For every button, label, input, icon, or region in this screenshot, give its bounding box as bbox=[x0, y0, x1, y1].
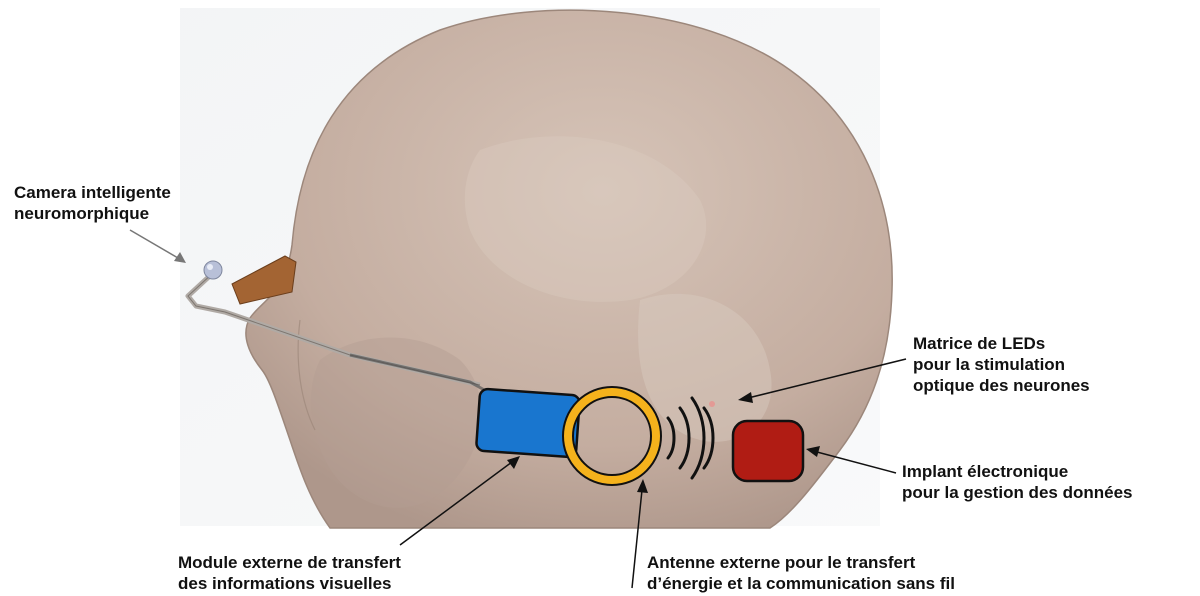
antenna-label: Antenne externe pour le transfert d’éner… bbox=[647, 552, 955, 594]
external-module-label-line-1: Module externe de transfert bbox=[178, 552, 401, 573]
external-module-label: Module externe de transfert des informat… bbox=[178, 552, 401, 594]
antenna-label-line-2: d’énergie et la communication sans fil bbox=[647, 573, 955, 594]
camera-label-line-1: Camera intelligente bbox=[14, 182, 171, 203]
camera-sphere-highlight bbox=[207, 264, 213, 270]
led-matrix-dot bbox=[709, 401, 715, 407]
implant-label-line-2: pour la gestion des données bbox=[902, 482, 1132, 503]
implant-label-line-1: Implant électronique bbox=[902, 461, 1132, 482]
led-matrix-label: Matrice de LEDs pour la stimulation opti… bbox=[913, 333, 1090, 396]
camera-leader bbox=[130, 230, 178, 258]
led-matrix-label-line-3: optique des neurones bbox=[913, 375, 1090, 396]
implant-icon bbox=[733, 421, 803, 481]
led-matrix-label-line-2: pour la stimulation bbox=[913, 354, 1090, 375]
led-matrix-label-line-1: Matrice de LEDs bbox=[913, 333, 1090, 354]
camera-label-line-2: neuromorphique bbox=[14, 203, 171, 224]
external-module-label-line-2: des informations visuelles bbox=[178, 573, 401, 594]
implant-label: Implant électronique pour la gestion des… bbox=[902, 461, 1132, 503]
camera-label: Camera intelligente neuromorphique bbox=[14, 182, 171, 224]
camera-sphere-icon bbox=[204, 261, 222, 279]
antenna-label-line-1: Antenne externe pour le transfert bbox=[647, 552, 955, 573]
